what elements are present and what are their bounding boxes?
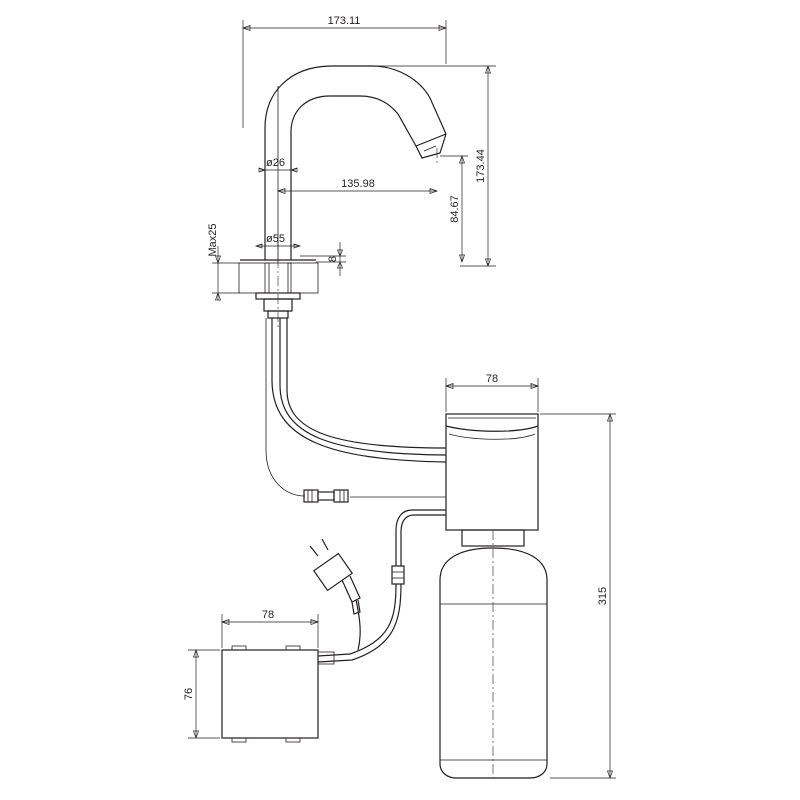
overall-width-label: 173.11 (328, 15, 361, 27)
dimension-power-box-width: 78 (220, 609, 320, 648)
spout-height-label: 84.67 (449, 195, 461, 223)
dimension-control-box-width: 78 (444, 373, 540, 412)
overall-height-label: 173.44 (475, 149, 487, 183)
faucet-spout (264, 65, 447, 262)
soap-cartridge (439, 529, 548, 779)
supply-hoses (265, 318, 447, 498)
dimension-base-height: 8 (300, 242, 346, 276)
dimension-overall-width: 173.11 (241, 15, 448, 128)
cartridge-height-label: 315 (597, 587, 609, 605)
base-diameter-label: ø55 (266, 233, 285, 245)
deck-thickness-label: Max25 (207, 223, 219, 256)
dimension-spout-height: 84.67 (440, 154, 468, 264)
control-box-width-label: 78 (486, 373, 498, 385)
dimension-power-box-height: 76 (183, 648, 220, 740)
spout-diameter-label: ø26 (266, 157, 285, 169)
base-height-label: 8 (327, 256, 339, 262)
dimension-deck-thickness: Max25 (207, 223, 240, 301)
control-cable (317, 509, 446, 663)
dimension-cartridge-height: 315 (540, 412, 616, 780)
power-box (221, 645, 335, 743)
spout-reach-label: 135.98 (341, 178, 375, 190)
control-box (445, 413, 539, 531)
power-box-height-label: 76 (183, 688, 195, 700)
dimension-spout-diameter: ø26 (258, 157, 298, 173)
countertop-section (238, 240, 319, 330)
inline-connector (303, 489, 349, 503)
power-box-width-label: 78 (262, 609, 274, 621)
dimension-base-diameter: ø55 (254, 233, 302, 249)
dimension-overall-height: 173.44 (376, 64, 496, 268)
dimension-spout-reach: 135.98 (276, 178, 439, 194)
power-plug (309, 538, 361, 651)
